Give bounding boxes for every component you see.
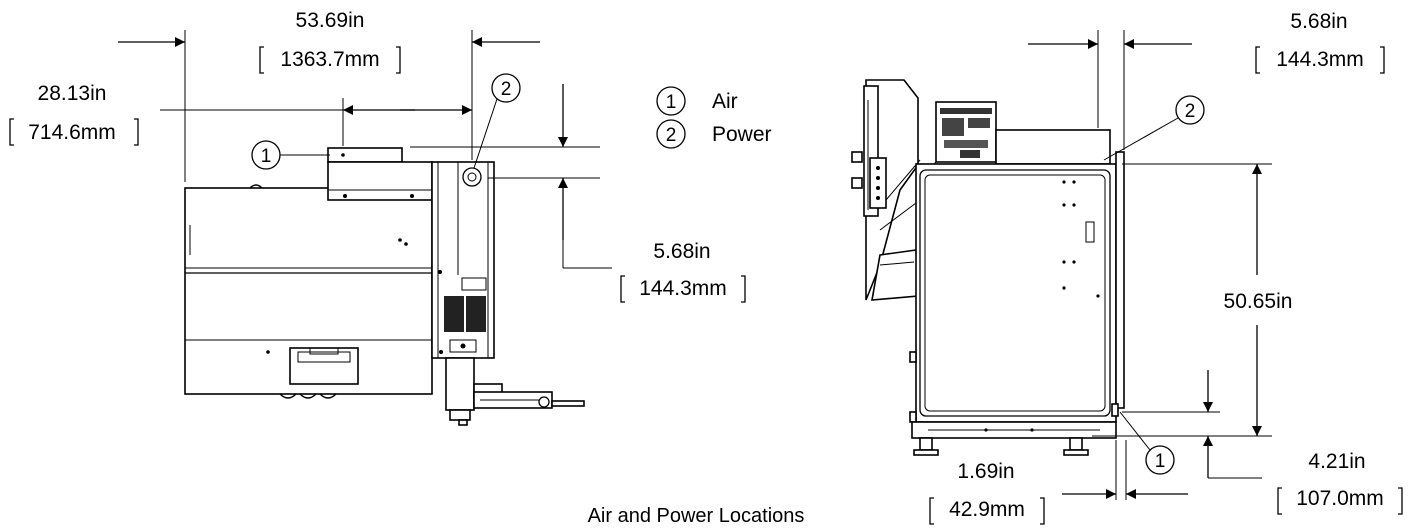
- control-board: [929, 101, 997, 169]
- diagram-caption: Air and Power Locations: [588, 505, 805, 527]
- dimension-side-height: 50.65in: [1092, 163, 1293, 437]
- air-inlet-box: [327, 147, 433, 201]
- cabinet-base: [911, 403, 1119, 456]
- power-offset-in: 5.68in: [653, 240, 710, 263]
- overall-width-in: 53.69in: [296, 9, 365, 32]
- legend-label-power: Power: [712, 123, 772, 146]
- air-offset-in: 28.13in: [38, 82, 107, 105]
- side-bottom-offset-in: 1.69in: [957, 460, 1014, 483]
- svg-text:2: 2: [666, 125, 677, 146]
- side-air-height-in: 4.21in: [1308, 450, 1365, 473]
- air-offset-mm: 714.6mm: [28, 121, 116, 144]
- overall-width-mm: 1363.7mm: [280, 48, 379, 71]
- main-cabinet: [909, 151, 1125, 423]
- legend-item-power: 2 Power: [656, 119, 772, 149]
- top-view-balloon-power: 2: [473, 73, 521, 169]
- legend-label-air: Air: [712, 90, 738, 113]
- side-arm-assembly: [851, 79, 921, 301]
- dimension-overall-width: 53.69in 1363.7mm: [118, 9, 540, 182]
- top-view-balloon-air: 1: [251, 140, 330, 170]
- power-tower: [431, 161, 495, 359]
- side-view-balloon-power: 2: [1103, 95, 1205, 161]
- side-bottom-offset-mm: 42.9mm: [949, 498, 1025, 521]
- dimension-power-offset: 5.68in 144.3mm: [410, 84, 746, 303]
- legend-item-air: 1 Air: [656, 86, 738, 116]
- dimension-side-air-height: 4.21in 107.0mm: [1122, 370, 1403, 515]
- svg-text:1: 1: [1155, 451, 1166, 472]
- svg-text:1: 1: [261, 146, 272, 167]
- side-view: 5.68in 144.3mm 50.65in 1.69in 42.9mm: [851, 10, 1403, 525]
- side-air-height-mm: 107.0mm: [1296, 487, 1384, 510]
- dimension-side-top-offset: 5.68in 144.3mm: [1028, 10, 1385, 150]
- power-offset-mm: 144.3mm: [639, 277, 727, 300]
- svg-text:2: 2: [1185, 101, 1196, 122]
- extension-arm: [445, 357, 585, 426]
- svg-text:2: 2: [501, 79, 512, 100]
- legend: 1 Air 2 Power: [656, 86, 772, 149]
- side-view-balloon-air: 1: [1119, 411, 1175, 475]
- svg-text:1: 1: [666, 92, 677, 113]
- side-height-in: 50.65in: [1224, 290, 1293, 313]
- side-top-offset-mm: 144.3mm: [1276, 48, 1364, 71]
- dimension-side-bottom-offset: 1.69in 42.9mm: [929, 440, 1188, 525]
- top-view: 53.69in 1363.7mm 28.13in 714.6mm 5.68in …: [9, 9, 746, 426]
- main-enclosure: [184, 184, 433, 399]
- side-top-offset-in: 5.68in: [1290, 10, 1347, 33]
- top-housing: [995, 129, 1111, 165]
- dimension-air-offset: 28.13in 714.6mm: [9, 82, 472, 146]
